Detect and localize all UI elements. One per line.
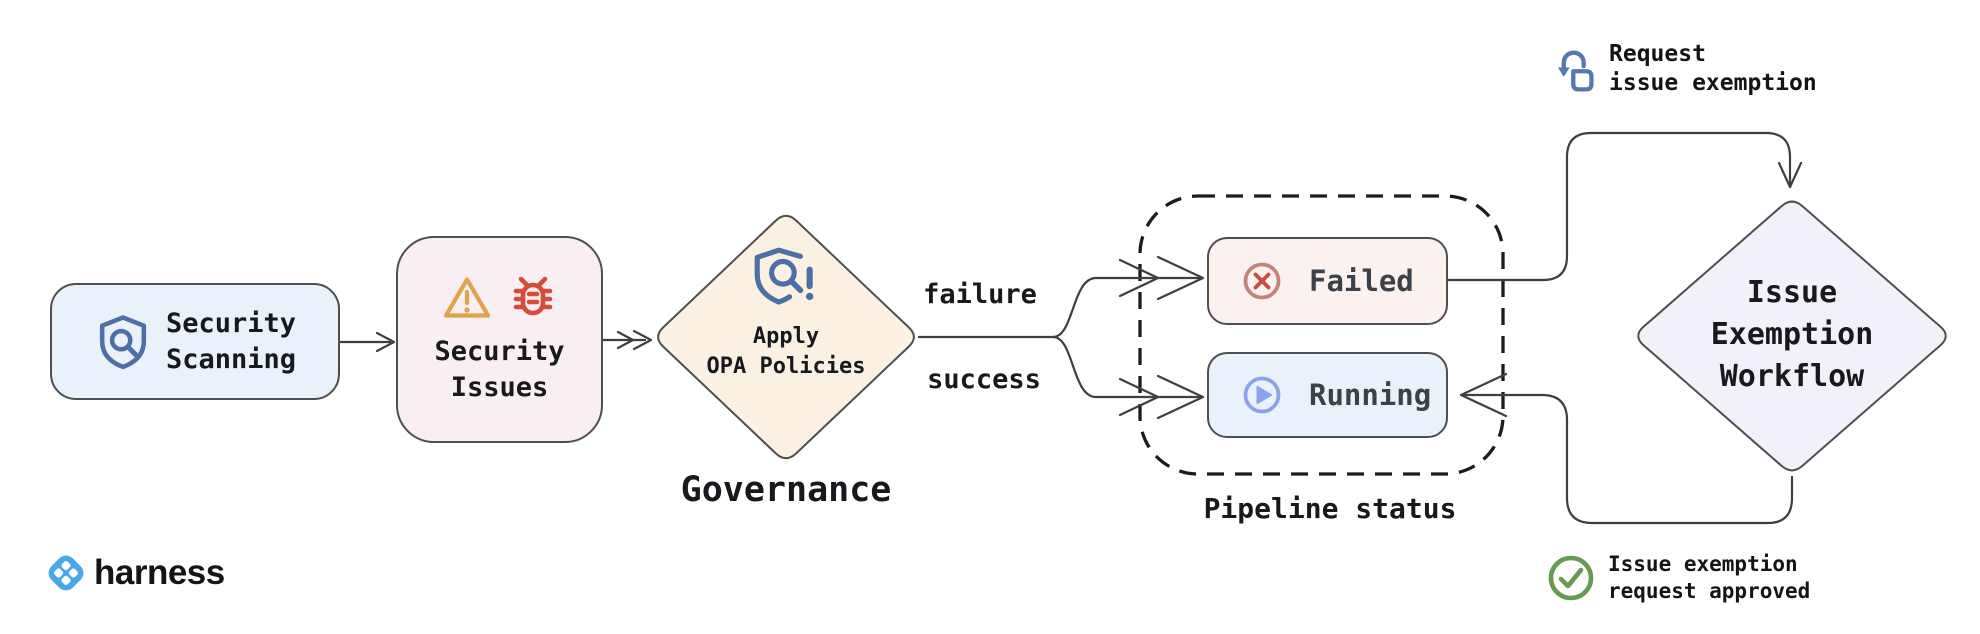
node-issue-exemption-workflow: Issue Exemption Workflow (1633, 272, 1951, 398)
edge-failure (1051, 276, 1204, 339)
node-security-issues: Security Issues (396, 236, 603, 443)
edge-success (1051, 335, 1204, 399)
arrowhead (616, 330, 635, 350)
arrowhead (1156, 255, 1205, 301)
edge-label-failure: failure (923, 279, 1037, 310)
edges (338, 131, 1803, 525)
node-label: Apply OPA Policies (706, 324, 866, 379)
node-running: Running (1207, 352, 1448, 438)
annotation-request-exemption: Request issue exemption (1556, 40, 1817, 99)
edge-failed-exemption (1446, 131, 1792, 282)
harness-logo-icon (48, 555, 84, 591)
issue-icons (443, 274, 557, 322)
shield-search-icon (99, 314, 147, 369)
circle-play-icon (1243, 376, 1281, 414)
annotation-request-approved: Issue exemption request approved (1546, 551, 1810, 606)
warning-triangle-icon (443, 277, 490, 319)
node-security-scanning: Security Scanning (50, 283, 340, 400)
tap-gesture-icon (1558, 50, 1594, 92)
node-label: Issue Exemption Workflow (1710, 275, 1874, 394)
arrowhead (1459, 372, 1508, 418)
pipeline-status-caption: Pipeline status (1203, 492, 1457, 525)
governance-caption: Governance (680, 470, 892, 510)
arrowhead (1777, 161, 1803, 189)
node-label: Security Scanning (165, 308, 297, 375)
node-label: Security Issues (434, 336, 565, 403)
arrowhead (375, 331, 396, 353)
arrowhead (1118, 377, 1160, 417)
arrowhead (1156, 374, 1205, 420)
node-label: Running (1309, 378, 1432, 412)
annotation-label: Issue exemption request approved (1608, 552, 1811, 604)
bug-icon (513, 277, 552, 316)
pipeline-status-container (1138, 194, 1505, 476)
node-label: Failed (1309, 264, 1414, 298)
node-failed: Failed (1207, 237, 1448, 325)
shield-scan-alert-icon (754, 247, 814, 305)
circle-check-icon (1548, 555, 1594, 601)
arrowhead (1118, 258, 1160, 298)
harness-logo-text: harness (94, 553, 225, 592)
circle-x-icon (1243, 262, 1281, 300)
edge-label-success: success (927, 364, 1041, 395)
node-apply-opa-policies: Apply OPA Policies (653, 243, 919, 381)
harness-logo: harness (44, 551, 225, 595)
arrowhead (632, 329, 653, 351)
edge-exemption-running (1460, 393, 1794, 525)
annotation-label: Request issue exemption (1609, 41, 1817, 97)
exemption-diamond-shape (1637, 200, 1947, 472)
opa-diamond-shape (657, 214, 915, 460)
